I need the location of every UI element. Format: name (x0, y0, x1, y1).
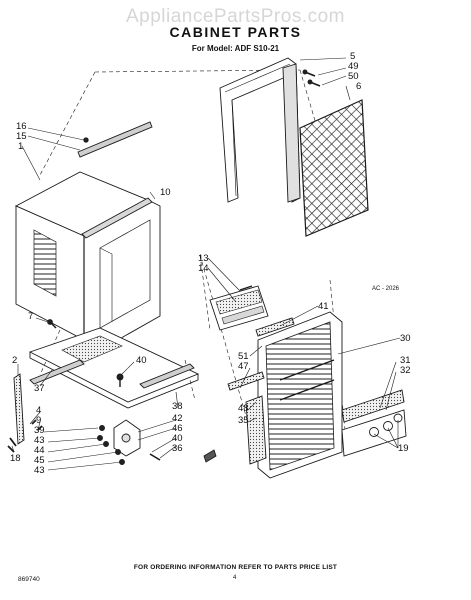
watermark: AppliancePartsPros.com (125, 6, 346, 27)
main-cabinet (14, 171, 161, 351)
callout-31: 31 (400, 355, 411, 366)
callout-50: 50 (348, 71, 359, 82)
callout-18: 18 (10, 453, 21, 464)
document-number: 869740 (18, 576, 40, 583)
base-pan (28, 327, 200, 409)
callout-35: 35 (238, 415, 249, 426)
callout-41: 41 (318, 301, 329, 312)
callout-36: 36 (172, 443, 183, 454)
top-channel (77, 121, 153, 158)
callout-13: 13 (198, 253, 209, 264)
callout-19: 19 (398, 443, 409, 454)
bracket-assembly (97, 419, 217, 465)
callout-14: 14 (198, 263, 209, 274)
callout-39: 39 (34, 425, 45, 436)
callout-9: 9 (36, 415, 42, 426)
rear-screws (302, 69, 321, 87)
model-subtitle: For Model: ADF S10-21 (191, 44, 280, 53)
callout-44: 44 (34, 445, 45, 456)
callout-38: 38 (172, 401, 183, 412)
callout-46: 46 (172, 423, 183, 434)
page-number: 4 (233, 575, 237, 581)
callout-51: 51 (238, 351, 249, 362)
callout-32: 32 (400, 365, 411, 376)
callout-7: 7 (28, 311, 34, 322)
callout-30: 30 (400, 333, 411, 344)
callout-40-lower: 40 (172, 433, 183, 444)
callout-1: 1 (18, 141, 24, 152)
callout-37: 37 (34, 383, 45, 394)
callout-45: 45 (34, 455, 45, 466)
callout-49: 49 (348, 61, 359, 72)
ordering-note: FOR ORDERING INFORMATION REFER TO PARTS … (133, 564, 338, 571)
filter-screen (299, 99, 369, 237)
callout-43-lower: 43 (34, 465, 45, 476)
callout-4: 4 (36, 405, 42, 416)
front-grille-group (209, 285, 343, 479)
callout-5: 5 (350, 51, 356, 62)
callout-42: 42 (172, 413, 183, 424)
callout-10: 10 (160, 187, 171, 198)
control-panel (341, 389, 407, 457)
callout-6: 6 (356, 81, 362, 92)
page-title: CABINET PARTS (169, 24, 302, 40)
callout-2: 2 (12, 355, 18, 366)
callout-48: 48 (238, 403, 249, 414)
diagram-reference: AC - 2026 (372, 286, 400, 292)
callout-43-upper: 43 (34, 435, 45, 446)
rear-frame (219, 57, 301, 203)
callout-47: 47 (238, 361, 249, 372)
callout-16: 16 (16, 121, 27, 132)
leader-lines (11, 57, 401, 471)
callout-40-upper: 40 (136, 355, 147, 366)
callout-15: 15 (16, 131, 27, 142)
